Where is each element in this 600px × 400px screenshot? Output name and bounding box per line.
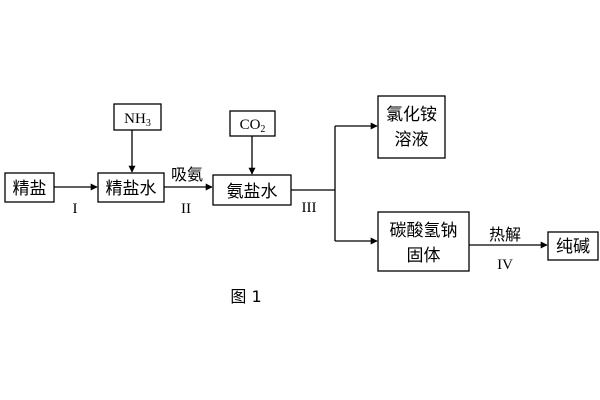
node-nh3-subscript: 3 — [146, 118, 151, 129]
node-lvhuaan: 氯化铵 溶液 — [377, 95, 446, 159]
figure-caption: 图 1 — [230, 287, 261, 306]
node-nh3-label: NH3 — [124, 111, 151, 129]
node-nh3: NH3 — [113, 103, 162, 131]
node-anyanshui-label: 氨盐水 — [227, 182, 278, 202]
node-jingyan-label: 精盐 — [13, 179, 47, 199]
node-tansuan-label-line2: 固体 — [407, 246, 441, 266]
node-tansuan-label-line1: 碳酸氢钠 — [390, 221, 458, 241]
step-label-2: II — [181, 201, 191, 217]
node-tansuan: 碳酸氢钠 固体 — [377, 211, 470, 272]
node-chunjian-label: 纯碱 — [556, 237, 590, 257]
node-co2-label: CO2 — [240, 117, 266, 135]
node-co2: CO2 — [229, 110, 276, 137]
node-jingyan: 精盐 — [4, 172, 55, 203]
node-co2-subscript: 2 — [260, 124, 265, 135]
node-chunjian: 纯碱 — [547, 231, 599, 261]
node-anyanshui: 氨盐水 — [212, 174, 292, 206]
node-lvhuaan-label-line2: 溶液 — [395, 130, 429, 150]
node-jingyanshui: 精盐水 — [97, 172, 165, 203]
step-label-4: IV — [497, 257, 513, 273]
step-label-1: I — [73, 201, 78, 217]
edge-label-re-jie: 热解 — [489, 225, 521, 244]
node-lvhuaan-label-line1: 氯化铵 — [386, 105, 437, 125]
node-jingyanshui-label: 精盐水 — [106, 179, 157, 199]
edge-label-xi-an: 吸氨 — [171, 165, 203, 184]
node-nh3-base: NH — [124, 111, 146, 127]
step-label-3: III — [302, 200, 317, 216]
node-co2-base: CO — [240, 117, 261, 133]
